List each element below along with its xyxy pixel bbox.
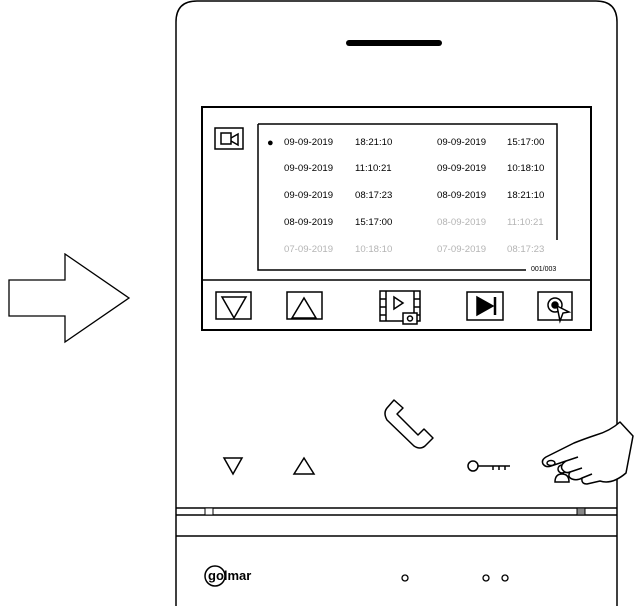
- recordings-list: ● 09-09-2019 18:21:10 09-09-2019 15:17:00 09…: [256, 124, 556, 272]
- recording-date[interactable]: 08-09-2019: [437, 217, 487, 228]
- speaker-slot: [346, 40, 442, 46]
- recording-time[interactable]: 10:18:10: [507, 163, 545, 174]
- recording-time[interactable]: 11:10:21: [355, 163, 392, 174]
- film-snapshot-icon[interactable]: [379, 290, 421, 325]
- recording-time[interactable]: 18:21:10: [507, 190, 545, 201]
- golmar-logo: [204, 565, 226, 587]
- recording-time[interactable]: 15:17:00: [507, 137, 545, 148]
- recording-date[interactable]: 09-09-2019: [284, 163, 334, 174]
- page-indicator: 001/003: [531, 266, 557, 273]
- triangle-up-button[interactable]: [292, 456, 316, 475]
- recording-date[interactable]: 07-09-2019: [437, 244, 487, 255]
- triangle-down-icon[interactable]: [215, 291, 252, 320]
- indicator-led: [482, 574, 490, 582]
- selection-dot: ●: [267, 137, 274, 149]
- video-recording-icon: [214, 127, 244, 150]
- handset-icon[interactable]: [384, 399, 434, 449]
- recording-time[interactable]: 08:17:23: [355, 190, 393, 201]
- recording-time[interactable]: 08:17:23: [507, 244, 545, 255]
- recording-date[interactable]: 07-09-2019: [284, 244, 334, 255]
- recording-date[interactable]: 09-09-2019: [437, 137, 487, 148]
- indicator-led: [401, 574, 409, 582]
- triangle-down-button[interactable]: [222, 457, 244, 476]
- recording-time[interactable]: 18:21:10: [355, 137, 393, 148]
- door-key-icon[interactable]: [467, 460, 510, 472]
- recording-date[interactable]: 08-09-2019: [437, 190, 487, 201]
- triangle-up-icon[interactable]: [286, 291, 323, 320]
- recording-date[interactable]: 08-09-2019: [284, 217, 334, 228]
- touch-select-icon[interactable]: [537, 291, 573, 324]
- brand-name: golmar: [208, 568, 252, 583]
- recording-time[interactable]: 10:18:10: [355, 244, 393, 255]
- video-monitor: [175, 0, 618, 606]
- recording-time[interactable]: 11:10:21: [507, 217, 544, 228]
- play-icon[interactable]: [466, 291, 504, 321]
- right-arrow-icon: [8, 253, 131, 344]
- recording-time[interactable]: 15:17:00: [355, 217, 393, 228]
- screen: [201, 106, 592, 331]
- recording-date[interactable]: 09-09-2019: [437, 163, 487, 174]
- recording-date[interactable]: 09-09-2019: [284, 190, 334, 201]
- indicator-led: [501, 574, 509, 582]
- pointing-hand-icon: [541, 421, 634, 485]
- recording-date[interactable]: 09-09-2019: [284, 137, 334, 148]
